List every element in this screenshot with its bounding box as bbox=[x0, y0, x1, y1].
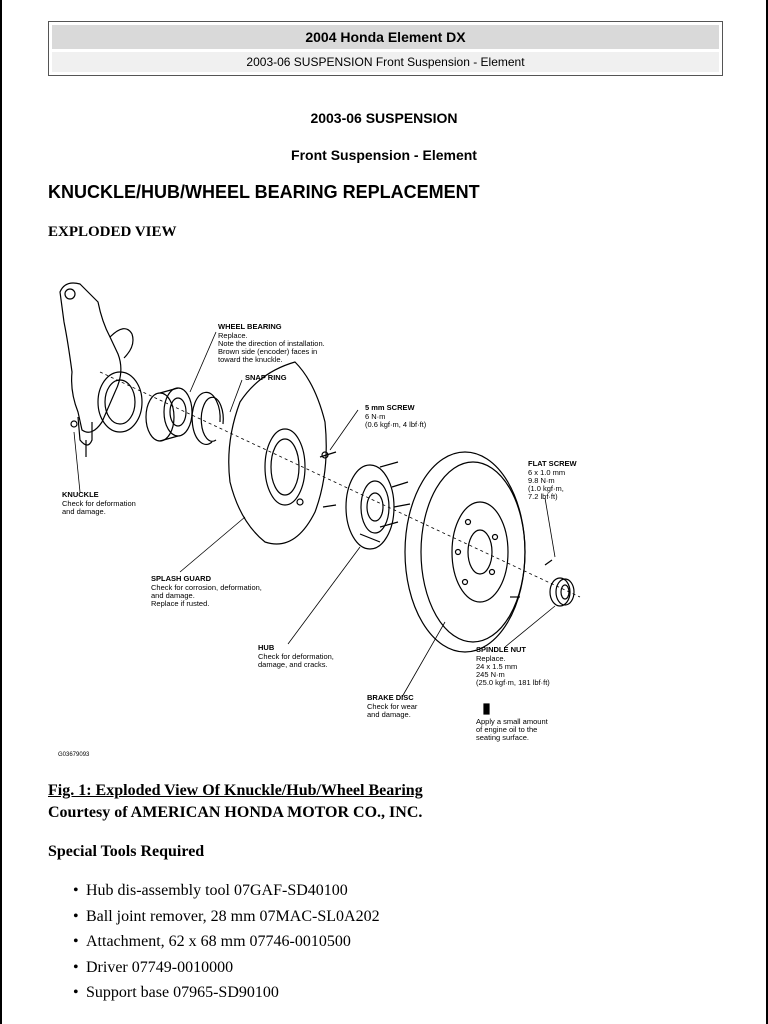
bullet: • bbox=[73, 933, 79, 950]
oil-can-icon bbox=[483, 703, 490, 715]
page-right-border bbox=[766, 0, 768, 1024]
tool-item: Attachment, 62 x 68 mm 07746-0010500 bbox=[86, 933, 351, 950]
exploded-view-heading: EXPLODED VIEW bbox=[48, 224, 177, 240]
label-knuckle-l2: and damage. bbox=[62, 507, 106, 516]
center-axis bbox=[99, 371, 581, 598]
tool-item: Ball joint remover, 28 mm 07MAC-SL0A202 bbox=[86, 907, 380, 925]
label-5mm-screw-l1: 6 N·m bbox=[365, 412, 385, 421]
splash-guard-part bbox=[228, 361, 329, 545]
subsection-title: Front Suspension - Element bbox=[291, 147, 477, 163]
knuckle-part bbox=[59, 282, 143, 457]
bullet: • bbox=[73, 984, 79, 1001]
label-oil-note-l2: of engine oil to the bbox=[476, 725, 537, 734]
spindle-nut-part bbox=[549, 577, 575, 607]
tool-item: Support base 07965-SD90100 bbox=[86, 984, 279, 1001]
vehicle-title: 2004 Honda Element DX bbox=[52, 25, 719, 49]
screw-parts bbox=[319, 451, 553, 598]
label-flat-screw-l4: 7.2 lbf·ft) bbox=[528, 492, 558, 501]
page-left-border bbox=[0, 0, 2, 1024]
snap-ring-part bbox=[191, 391, 224, 445]
tools-heading: Special Tools Required bbox=[48, 843, 205, 860]
list-item: • Support base 07965-SD90100 bbox=[48, 980, 380, 1006]
list-item: • Ball joint remover, 28 mm 07MAC-SL0A202 bbox=[48, 904, 380, 930]
bullet: • bbox=[73, 907, 79, 925]
label-knuckle-l1: Check for deformation bbox=[62, 499, 136, 508]
label-wheel-bearing-l4: toward the knuckle. bbox=[218, 355, 283, 364]
list-item: • Attachment, 62 x 68 mm 07746-0010500 bbox=[48, 929, 380, 955]
bullet: • bbox=[73, 882, 79, 899]
label-oil-note-l1: Apply a small amount bbox=[476, 717, 549, 726]
label-knuckle: KNUCKLE bbox=[62, 490, 99, 499]
label-spindle-nut-l4: (25.0 kgf·m, 181 lbf·ft) bbox=[476, 678, 550, 687]
tool-item: Hub dis-assembly tool 07GAF-SD40100 bbox=[86, 882, 348, 899]
label-spindle-nut: SPINDLE NUT bbox=[476, 645, 526, 654]
label-hub-l2: damage, and cracks. bbox=[258, 660, 328, 669]
courtesy-line: Courtesy of AMERICAN HONDA MOTOR CO., IN… bbox=[48, 804, 423, 821]
label-flat-screw-l3: (1.0 kgf·m, bbox=[528, 484, 564, 493]
figure-caption: Fig. 1: Exploded View Of Knuckle/Hub/Whe… bbox=[48, 782, 423, 799]
label-brake-disc: BRAKE DISC bbox=[367, 693, 414, 702]
list-item: • Driver 07749-0010000 bbox=[48, 955, 380, 981]
label-wheel-bearing: WHEEL BEARING bbox=[218, 322, 282, 331]
label-brake-disc-l1: Check for wear bbox=[367, 702, 418, 711]
label-5mm-screw-l2: (0.6 kgf·m, 4 lbf·ft) bbox=[365, 420, 427, 429]
label-splash-guard-l2: and damage. bbox=[151, 591, 195, 600]
label-hub-l1: Check for deformation, bbox=[258, 652, 334, 661]
exploded-view-diagram: WHEEL BEARING Replace. Note the directio… bbox=[58, 282, 581, 758]
label-wheel-bearing-l2: Note the direction of installation. bbox=[218, 339, 325, 348]
section-title: 2003-06 SUSPENSION bbox=[310, 110, 458, 126]
label-splash-guard: SPLASH GUARD bbox=[151, 574, 212, 583]
label-splash-guard-l3: Replace if rusted. bbox=[151, 599, 209, 608]
label-5mm-screw: 5 mm SCREW bbox=[365, 403, 416, 412]
bullet: • bbox=[73, 958, 79, 976]
label-flat-screw-l1: 6 x 1.0 mm bbox=[528, 468, 565, 477]
label-hub: HUB bbox=[258, 643, 275, 652]
tools-list: • Hub dis-assembly tool 07GAF-SD40100 • Ba… bbox=[48, 878, 380, 1006]
label-spindle-nut-l1: Replace. bbox=[476, 654, 506, 663]
brake-disc-part bbox=[404, 451, 526, 653]
label-flat-screw-l2: 9.8 N·m bbox=[528, 476, 555, 485]
label-spindle-nut-l2: 24 x 1.5 mm bbox=[476, 662, 517, 671]
label-spindle-nut-l3: 245 N·m bbox=[476, 670, 505, 679]
label-wheel-bearing-l1: Replace. bbox=[218, 331, 248, 340]
figure-id: G03679093 bbox=[58, 752, 90, 758]
label-snap-ring: SNAP RING bbox=[245, 373, 287, 382]
wheel-bearing-part bbox=[145, 387, 193, 442]
list-item: • Hub dis-assembly tool 07GAF-SD40100 bbox=[48, 878, 380, 904]
label-brake-disc-l2: and damage. bbox=[367, 710, 411, 719]
hub-part bbox=[345, 461, 411, 550]
label-wheel-bearing-l3: Brown side (encoder) faces in bbox=[218, 347, 317, 356]
document-subtitle: 2003-06 SUSPENSION Front Suspension - El… bbox=[52, 52, 719, 72]
document-header: 2004 Honda Element DX 2003-06 SUSPENSION… bbox=[48, 21, 723, 76]
label-splash-guard-l1: Check for corrosion, deformation, bbox=[151, 583, 262, 592]
leader-lines bbox=[73, 331, 556, 698]
label-oil-note-l3: seating surface. bbox=[476, 733, 529, 742]
page-heading: KNUCKLE/HUB/WHEEL BEARING REPLACEMENT bbox=[48, 182, 480, 202]
tool-item: Driver 07749-0010000 bbox=[86, 958, 234, 976]
label-flat-screw: FLAT SCREW bbox=[528, 459, 578, 468]
